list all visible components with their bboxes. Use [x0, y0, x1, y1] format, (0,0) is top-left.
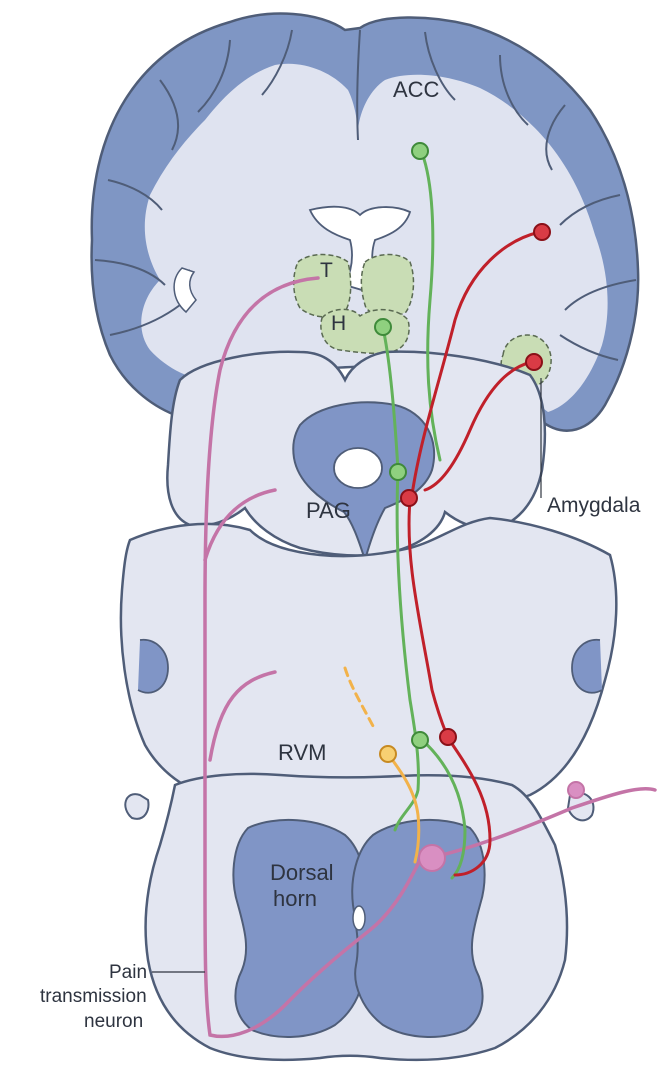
pag-green-neuron	[390, 464, 406, 480]
label-hypothalamus: H	[331, 312, 346, 335]
label-pain-line2: transmission	[40, 986, 147, 1007]
dorsal-horn-left	[233, 820, 365, 1037]
label-dorsal-horn-line2: horn	[273, 886, 317, 911]
label-acc: ACC	[393, 77, 440, 102]
acc-neuron	[412, 143, 428, 159]
spinal-cord-section	[125, 774, 593, 1060]
label-rvm: RVM	[278, 740, 327, 765]
hypothalamus-neuron	[375, 319, 391, 335]
amygdala-neuron	[526, 354, 542, 370]
cerebral-aqueduct	[334, 448, 382, 488]
pain-neuron-drg-cell	[568, 782, 584, 798]
rvm-red-neuron	[440, 729, 456, 745]
central-canal	[353, 906, 365, 930]
label-thalamus: T	[320, 259, 333, 282]
acc-red-neuron	[534, 224, 550, 240]
pain-neuron-cell-body	[419, 845, 445, 871]
label-dorsal-horn-line1: Dorsal	[270, 860, 334, 885]
label-pain-line3: neuron	[84, 1011, 143, 1032]
label-pain-line1: Pain	[109, 962, 147, 983]
label-pag: PAG	[306, 498, 351, 523]
rvm-orange-neuron	[380, 746, 396, 762]
label-amygdala: Amygdala	[547, 494, 641, 517]
pag-red-neuron	[401, 490, 417, 506]
medulla-section	[121, 518, 616, 808]
rvm-green-neuron	[412, 732, 428, 748]
